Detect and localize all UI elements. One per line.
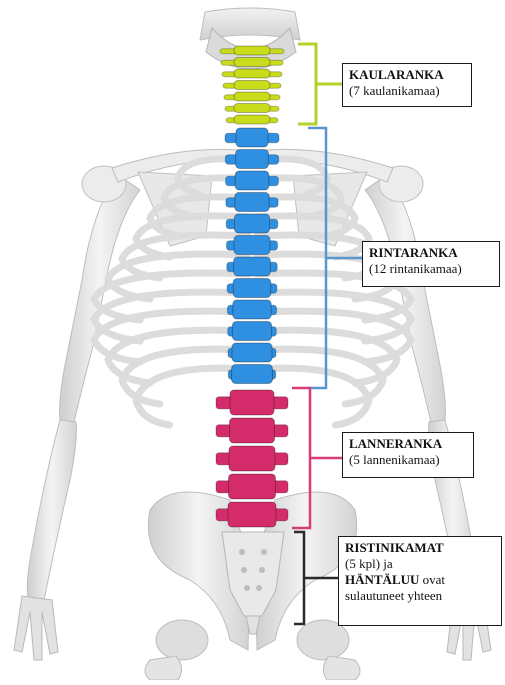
lumbar-label: LANNERANKA (5 lannenikamaa): [342, 432, 474, 478]
thoracic-vertebra: [233, 300, 271, 319]
thoracic-vertebra: [232, 343, 272, 362]
lumbar-title: LANNERANKA: [349, 436, 467, 452]
lumbar-vertebra: [229, 474, 276, 499]
fused-text: sulautuneet yhteen: [345, 588, 495, 604]
lumbar-subtitle: (5 lannenikamaa): [349, 452, 467, 468]
thoracic-vertebra: [235, 193, 269, 212]
thoracic-vertebra: [234, 236, 270, 255]
lumbar-vertebra: [230, 418, 275, 443]
cervical-label: KAULARANKA (7 kaulanikamaa): [342, 63, 472, 107]
sacral-label: RISTINIKAMAT (5 kpl) ja HÄNTÄLUU ovat su…: [338, 536, 502, 626]
thoracic-vertebra: [234, 257, 271, 276]
coccyx-title: HÄNTÄLUU: [345, 572, 419, 587]
coccyx-line-rest: ovat: [419, 572, 445, 587]
cervical-vertebra: [234, 115, 270, 124]
lumbar-vertebra: [229, 446, 275, 471]
thoracic-title: RINTARANKA: [369, 245, 493, 261]
left-arm: [14, 166, 140, 660]
cervical-vertebra: [234, 92, 270, 101]
spine: [216, 46, 288, 527]
coccyx-line: HÄNTÄLUU ovat: [345, 572, 495, 588]
cervical-vertebra: [234, 46, 270, 55]
thoracic-subtitle: (12 rintanikamaa): [369, 261, 493, 277]
cervical-vertebra: [234, 58, 270, 67]
cervical-title: KAULARANKA: [349, 67, 465, 83]
lumbar-vertebra: [230, 390, 274, 415]
thoracic-vertebra: [232, 365, 273, 384]
cervical-vertebra: [234, 81, 270, 90]
sacral-count: (5 kpl) ja: [345, 556, 495, 572]
lumbar-vertebra: [228, 502, 276, 527]
thoracic-vertebra: [234, 214, 269, 233]
thoracic-vertebra: [233, 279, 271, 298]
cervical-bracket: [298, 44, 342, 124]
thoracic-vertebra: [235, 171, 269, 190]
cervical-subtitle: (7 kaulanikamaa): [349, 83, 465, 99]
thoracic-vertebra: [236, 150, 269, 169]
sacral-title: RISTINIKAMAT: [345, 540, 495, 556]
cervical-vertebra: [234, 69, 270, 78]
cervical-vertebra: [234, 104, 270, 113]
thoracic-vertebra: [232, 322, 271, 341]
thoracic-label: RINTARANKA (12 rintanikamaa): [362, 241, 500, 287]
thoracic-vertebra: [236, 128, 268, 147]
